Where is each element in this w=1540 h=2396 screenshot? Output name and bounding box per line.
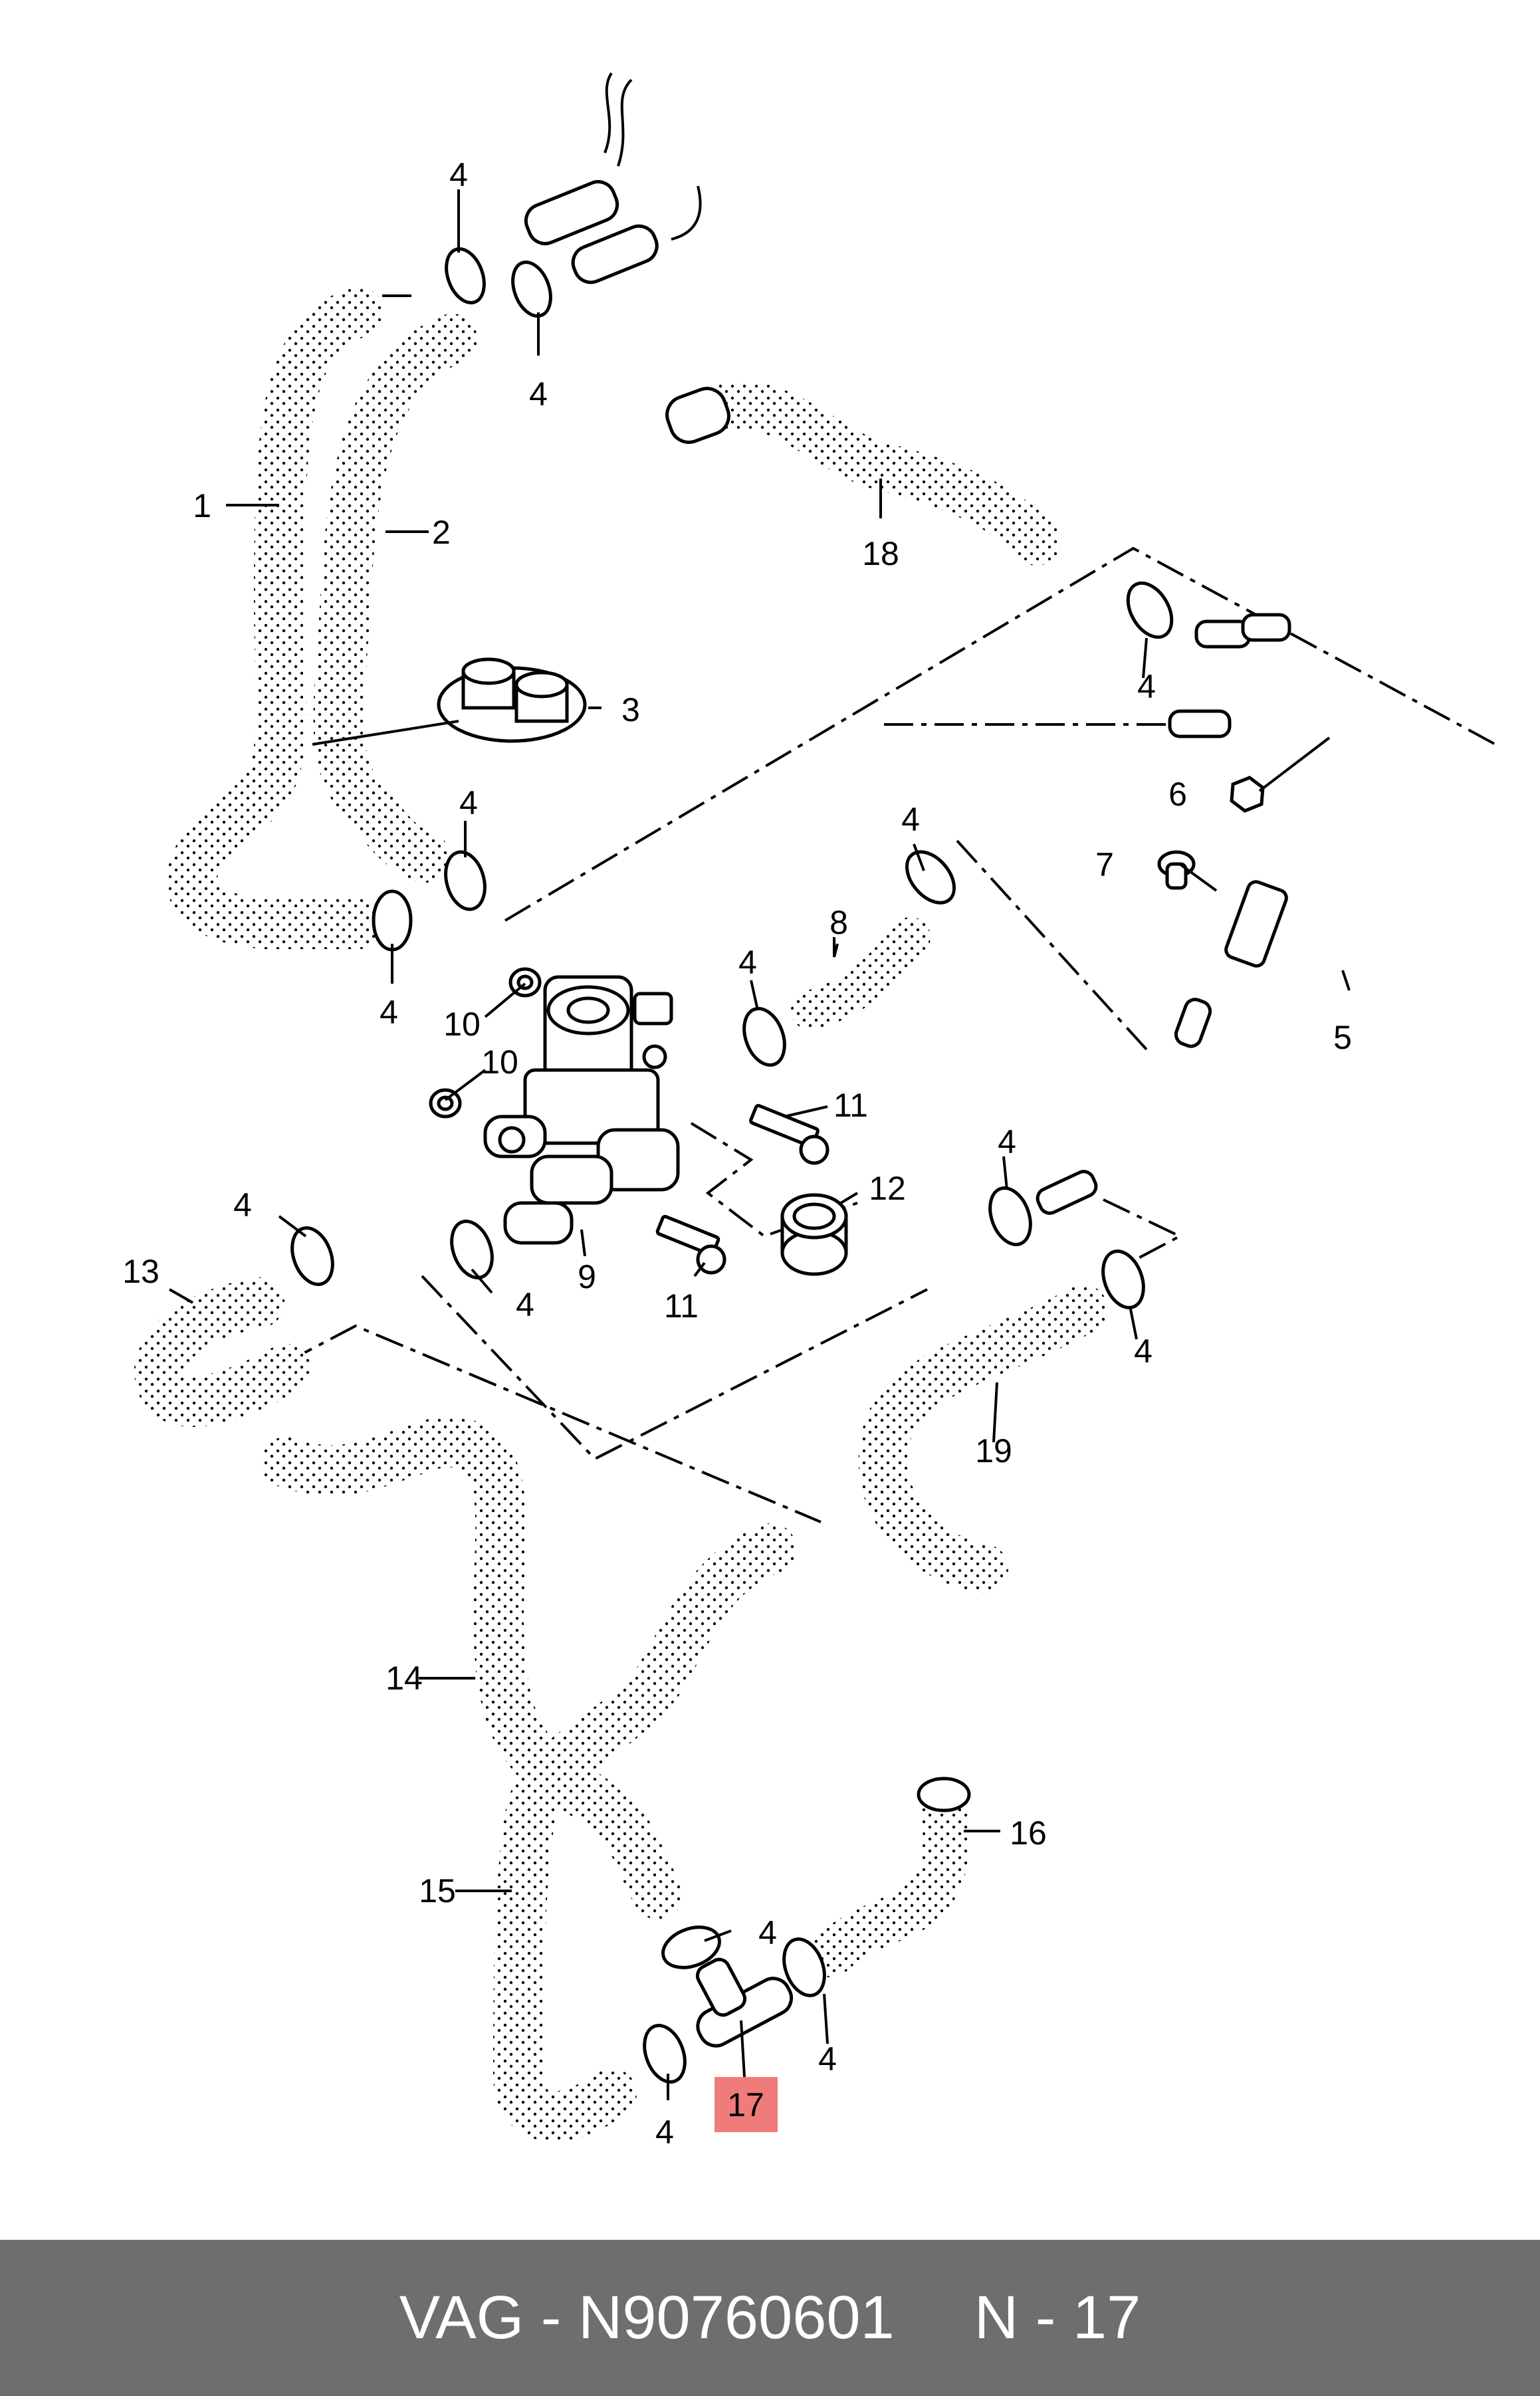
callout-17-highlight [715, 2077, 778, 2132]
callout-7: 7 [1095, 846, 1114, 883]
top-connectors [524, 72, 702, 284]
callout-4-f: 4 [901, 801, 920, 838]
grommet-part-3 [437, 657, 587, 743]
pipe-bundle-5 [971, 613, 1446, 1215]
callout-14: 14 [385, 1660, 423, 1697]
callout-4-m: 4 [818, 2040, 837, 2078]
callout-6: 6 [1168, 776, 1187, 813]
hose-clamps-part-4 [290, 247, 1174, 2084]
callout-15: 15 [419, 1872, 456, 1909]
callout-4-j: 4 [998, 1123, 1016, 1160]
callout-4-g: 4 [738, 944, 757, 981]
part-number-label: VAG - N90760601 [399, 2284, 895, 2351]
sleeve-part-12 [780, 1193, 848, 1276]
hose-15 [493, 1523, 796, 2142]
valve-part-9 [483, 975, 680, 1245]
callout-13: 13 [122, 1253, 160, 1290]
callout-10-b: 10 [481, 1043, 518, 1081]
callouts: 1 2 3 4 4 4 4 4 4 4 4 4 4 4 4 4 4 5 6 7 … [122, 156, 1352, 2151]
parts-diagram: 1 2 3 4 4 4 4 4 4 4 4 4 4 4 4 4 4 5 6 7 … [122, 72, 1496, 2151]
nut-part-6 [1230, 736, 1331, 813]
hose-1 [166, 287, 384, 949]
hose-13 [134, 1277, 311, 1427]
t-connector-part-17[interactable] [692, 1956, 797, 2052]
callout-11-b: 11 [664, 1287, 699, 1325]
callout-12: 12 [869, 1170, 906, 1207]
callout-11-a: 11 [833, 1087, 868, 1124]
position-label: N - 17 [974, 2284, 1141, 2351]
callout-4-k: 4 [1134, 1333, 1153, 1370]
assembly-lines [285, 294, 1496, 1523]
callout-4-d: 4 [380, 994, 398, 1031]
callout-4-h: 4 [233, 1186, 252, 1224]
callout-1: 1 [193, 487, 211, 524]
callout-18: 18 [862, 535, 899, 572]
hose-14 [261, 1416, 683, 1919]
hose-16 [808, 1777, 971, 1977]
callout-17[interactable]: 17 [727, 2086, 764, 2124]
bolt-part-11b [655, 1214, 726, 1275]
leader-lines [169, 189, 1349, 2100]
callout-4-c: 4 [459, 784, 478, 821]
callout-8: 8 [829, 904, 848, 941]
callout-4-e: 4 [1137, 668, 1156, 705]
callout-4-i: 4 [516, 1286, 534, 1323]
callout-10-a: 10 [443, 1006, 481, 1043]
clip-part-7 [1157, 850, 1196, 890]
callout-2: 2 [432, 514, 451, 551]
bolt-part-11a [749, 1103, 829, 1165]
callout-5: 5 [1333, 1019, 1352, 1056]
callout-9: 9 [578, 1258, 596, 1295]
o-ring-part-10b [429, 1088, 462, 1119]
callout-4-b: 4 [529, 376, 548, 413]
callout-16: 16 [1010, 1814, 1047, 1852]
hose-2 [313, 314, 477, 883]
hose-8 [791, 917, 931, 1030]
callout-3: 3 [621, 691, 640, 728]
callout-4-n: 4 [655, 2114, 674, 2151]
callout-19: 19 [975, 1432, 1012, 1470]
hose-19 [858, 1285, 1108, 1593]
callout-4-l: 4 [758, 1914, 777, 1951]
callout-4-a: 4 [449, 156, 468, 193]
hose-18 [665, 381, 1061, 566]
footer-bar: VAG - N90760601 N - 17 [0, 2240, 1540, 2396]
